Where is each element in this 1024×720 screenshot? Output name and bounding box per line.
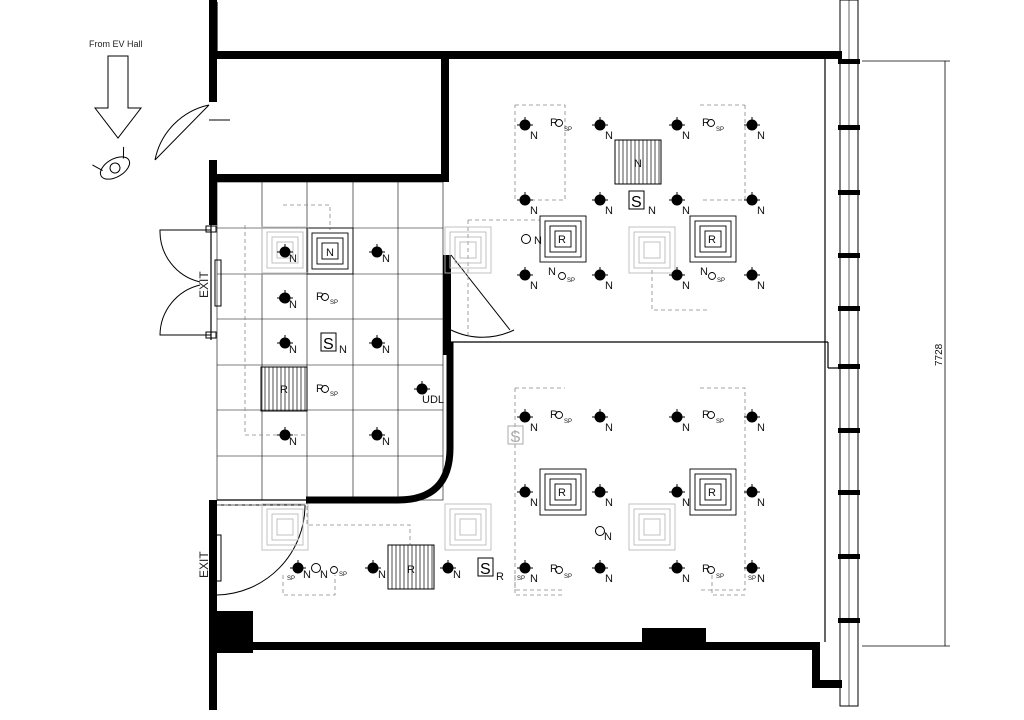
svg-text:N: N	[378, 569, 386, 581]
svg-text:N: N	[605, 130, 613, 142]
svg-text:N: N	[289, 344, 297, 356]
svg-text:N: N	[326, 247, 334, 259]
svg-text:SP: SP	[716, 574, 724, 580]
svg-text:SP: SP	[564, 574, 572, 580]
s-boxes: S S S S	[320, 190, 645, 578]
svg-text:R: R	[558, 234, 566, 246]
svg-text:S: S	[480, 561, 491, 578]
svg-text:N: N	[320, 569, 328, 581]
window-strip	[838, 0, 860, 707]
svg-text:SP: SP	[564, 127, 572, 133]
svg-text:SP: SP	[339, 572, 347, 578]
svg-text:N: N	[757, 205, 765, 217]
svg-text:SP: SP	[287, 576, 295, 582]
svg-text:SP: SP	[330, 300, 338, 306]
svg-text:N: N	[530, 497, 538, 509]
svg-text:N: N	[757, 573, 765, 585]
svg-text:SP: SP	[716, 419, 724, 425]
svg-text:N: N	[648, 205, 656, 217]
svg-text:N: N	[382, 253, 390, 265]
svg-text:N: N	[530, 205, 538, 217]
svg-text:N: N	[605, 422, 613, 434]
svg-text:N: N	[757, 130, 765, 142]
svg-text:R: R	[708, 487, 716, 499]
c-sensor-markers	[279, 234, 605, 573]
svg-text:R: R	[550, 117, 558, 129]
svg-text:R: R	[558, 487, 566, 499]
svg-text:SP: SP	[567, 278, 575, 284]
svg-text:N: N	[530, 130, 538, 142]
dimension-height-label: 7728	[934, 343, 945, 366]
svg-text:R: R	[708, 234, 716, 246]
exit-sign-lower: EXIT	[197, 551, 211, 578]
svg-text:N: N	[453, 569, 461, 581]
down-arrow-icon	[93, 55, 143, 139]
svg-text:N: N	[382, 436, 390, 448]
r-labels: R R R R R R R R R R R R R R R	[280, 117, 716, 583]
svg-text:N: N	[530, 422, 538, 434]
svg-text:N: N	[530, 280, 538, 292]
svg-text:N: N	[605, 205, 613, 217]
svg-text:SP: SP	[716, 127, 724, 133]
dimension-line	[862, 60, 950, 647]
svg-text:N: N	[339, 344, 347, 356]
svg-text:R: R	[407, 564, 415, 576]
sp-labels: SP SP SP SP SP SP SP SP SP SP SP SP SP S…	[287, 127, 756, 582]
svg-text:R: R	[702, 563, 710, 575]
svg-text:R: R	[550, 563, 558, 575]
return-grilles	[260, 139, 662, 590]
svg-text:SP: SP	[330, 392, 338, 398]
svg-text:R: R	[702, 117, 710, 129]
svg-text:N: N	[700, 266, 708, 278]
svg-text:N: N	[634, 158, 642, 170]
svg-text:N: N	[289, 436, 297, 448]
svg-text:N: N	[303, 569, 311, 581]
svg-text:N: N	[757, 280, 765, 292]
n-labels: N N N N N N N N N N N N N N N N N N N N …	[289, 130, 765, 585]
svg-text:N: N	[682, 205, 690, 217]
from-ev-hall-label: From EV Hall	[89, 39, 143, 49]
udl-label: UDL	[422, 394, 444, 406]
svg-text:N: N	[682, 130, 690, 142]
svg-text:N: N	[289, 253, 297, 265]
walls	[209, 0, 842, 710]
svg-text:N: N	[534, 235, 542, 247]
svg-text:N: N	[605, 573, 613, 585]
svg-text:R: R	[550, 409, 558, 421]
svg-text:N: N	[604, 531, 612, 543]
svg-text:N: N	[682, 280, 690, 292]
svg-text:N: N	[382, 344, 390, 356]
svg-text:S: S	[631, 194, 642, 211]
svg-text:N: N	[757, 497, 765, 509]
svg-text:N: N	[757, 422, 765, 434]
svg-text:N: N	[682, 422, 690, 434]
svg-text:R: R	[702, 409, 710, 421]
svg-text:N: N	[682, 497, 690, 509]
svg-text:R: R	[316, 383, 324, 395]
svg-text:N: N	[682, 573, 690, 585]
svg-text:S: S	[323, 336, 334, 353]
svg-text:N: N	[289, 299, 297, 311]
svg-text:SP: SP	[717, 278, 725, 284]
svg-text:SP: SP	[748, 576, 756, 582]
svg-text:S: S	[510, 429, 521, 446]
svg-text:N: N	[605, 280, 613, 292]
svg-text:R: R	[496, 571, 504, 583]
person-icon	[92, 146, 131, 180]
exit-sign-upper: EXIT	[197, 271, 211, 298]
svg-text:N: N	[548, 266, 556, 278]
svg-text:R: R	[316, 291, 324, 303]
svg-text:R: R	[280, 384, 288, 396]
curved-wall	[306, 342, 454, 504]
svg-text:N: N	[605, 497, 613, 509]
svg-text:SP: SP	[517, 576, 525, 582]
doors	[154, 104, 515, 596]
svg-text:N: N	[530, 573, 538, 585]
svg-text:SP: SP	[564, 419, 572, 425]
